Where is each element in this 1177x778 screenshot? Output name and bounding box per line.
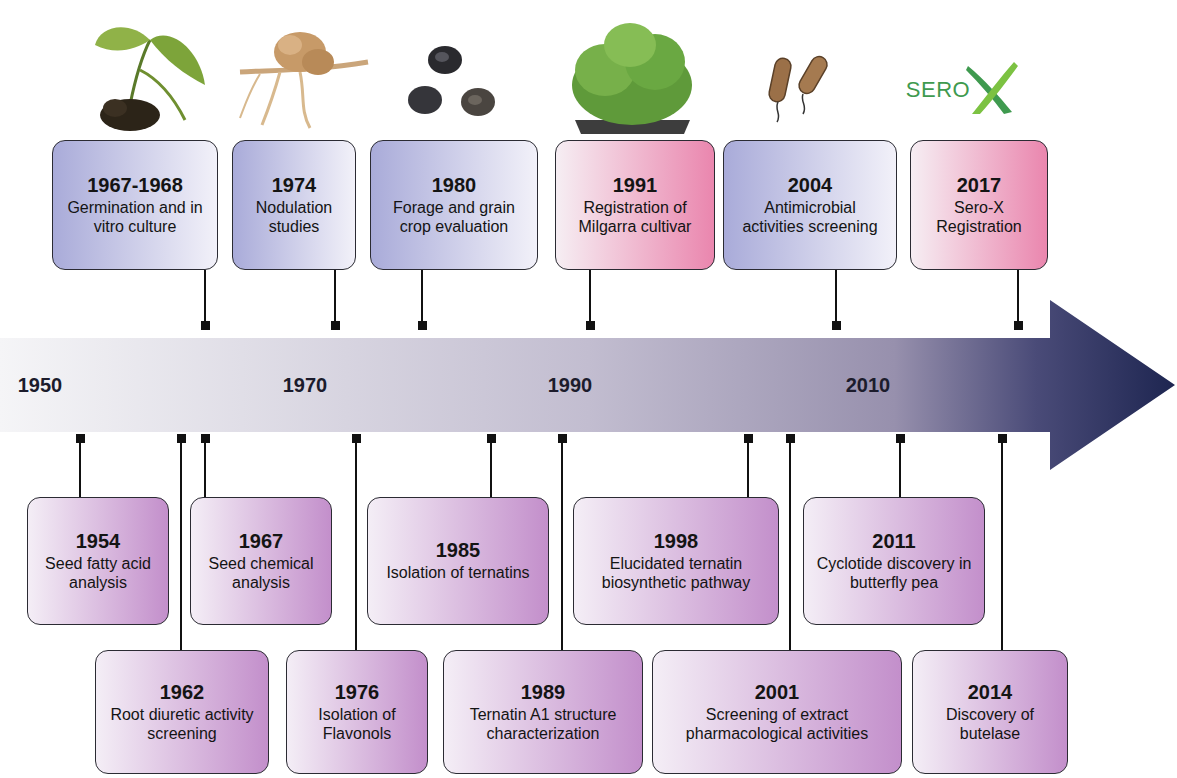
event-year: 1989 (521, 681, 566, 704)
event-year: 1976 (335, 681, 380, 704)
timeline-box: 1954Seed fatty acid analysis (27, 497, 169, 625)
root-nodule-icon (240, 32, 368, 128)
timeline-box: 1985Isolation of ternatins (367, 497, 549, 625)
timeline-box: 1967Seed chemical analysis (190, 497, 332, 625)
timeline-box: 1967-1968Germination and in vitro cultur… (52, 140, 218, 270)
axis-year: 1990 (548, 374, 593, 396)
event-year: 1967-1968 (87, 174, 183, 197)
timeline-box: 1976Isolation of Flavonols (286, 650, 428, 774)
event-description: Antimicrobial activities screening (732, 199, 888, 237)
event-year: 2011 (872, 530, 915, 553)
bacteria-icon (768, 54, 830, 122)
timeline-arrow (0, 300, 1175, 470)
event-year: 2014 (968, 681, 1013, 704)
axis-year: 1970 (283, 374, 328, 396)
event-year: 1954 (76, 530, 121, 553)
timeline-box: 2011Cyclotide discovery in butterfly pea (803, 497, 985, 625)
event-year: 2004 (788, 174, 833, 197)
logo-text: SERO (906, 77, 970, 102)
event-year: 1974 (272, 174, 317, 197)
timeline-box: 2001Screening of extract pharmacological… (652, 650, 902, 774)
event-year: 1991 (613, 174, 658, 197)
axis-year: 2010 (846, 374, 891, 396)
event-description: Discovery of butelase (921, 706, 1059, 744)
event-description: Root diuretic activity screening (104, 706, 260, 744)
event-description: Screening of extract pharmacological act… (661, 706, 893, 744)
event-description: Ternatin A1 structure characterization (452, 706, 634, 744)
event-description: Registration of Milgarra cultivar (564, 199, 706, 237)
timeline-box: 2017Sero-X Registration (910, 140, 1048, 270)
timeline-box: 1980Forage and grain crop evaluation (370, 140, 538, 270)
logo-text: SERO (906, 77, 970, 103)
event-year: 1967 (239, 530, 284, 553)
timeline-box: 1998Elucidated ternatin biosynthetic pat… (573, 497, 779, 625)
event-description: Nodulation studies (241, 199, 347, 237)
axis-year: 1990 (548, 374, 593, 397)
event-year: 2017 (957, 174, 1002, 197)
event-description: Isolation of ternatins (386, 564, 529, 583)
seeds-icon (408, 46, 495, 116)
axis-year: 2010 (846, 374, 891, 397)
event-description: Seed fatty acid analysis (36, 555, 160, 593)
event-description: Cyclotide discovery in butterfly pea (812, 555, 976, 593)
timeline-box: 1991Registration of Milgarra cultivar (555, 140, 715, 270)
timeline-box: 1974Nodulation studies (232, 140, 356, 270)
timeline-markers (76, 321, 1023, 443)
logo-mark (966, 62, 1018, 114)
axis-year: 1950 (18, 374, 63, 397)
event-year: 1962 (160, 681, 205, 704)
event-description: Seed chemical analysis (199, 555, 323, 593)
timeline-box: 2004Antimicrobial activities screening (723, 140, 897, 270)
axis-year: 1950 (18, 374, 63, 396)
event-year: 1998 (654, 530, 699, 553)
timeline-box: 1962Root diuretic activity screening (95, 650, 269, 774)
event-description: Germination and in vitro culture (61, 199, 209, 237)
event-description: Elucidated ternatin biosynthetic pathway (582, 555, 770, 593)
plant-icon (572, 23, 692, 134)
event-description: Forage and grain crop evaluation (379, 199, 529, 237)
event-year: 2001 (755, 681, 800, 704)
timeline-box: 1989Ternatin A1 structure characterizati… (443, 650, 643, 774)
event-description: Isolation of Flavonols (295, 706, 419, 744)
event-description: Sero-X Registration (919, 199, 1039, 237)
axis-year: 1970 (283, 374, 328, 397)
timeline-box: 2014Discovery of butelase (912, 650, 1068, 774)
seedling-icon (95, 27, 205, 131)
event-year: 1985 (436, 539, 481, 562)
leader-lines (80, 270, 1018, 650)
event-year: 1980 (432, 174, 477, 197)
